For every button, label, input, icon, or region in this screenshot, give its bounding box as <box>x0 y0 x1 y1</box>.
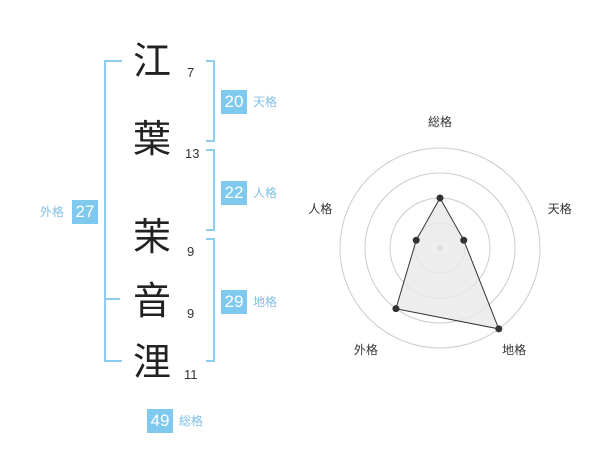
stroke-count-1: 7 <box>187 65 195 80</box>
jinkaku-value: 22 <box>221 181 247 205</box>
gaikaku-bracket-tick <box>104 298 120 300</box>
radar-point-1 <box>436 194 444 202</box>
radar-point-3 <box>495 325 503 333</box>
chikaku-label: 地格 <box>253 295 278 309</box>
stroke-count-3: 9 <box>187 244 195 259</box>
soukaku-value: 49 <box>147 409 173 433</box>
radar-points <box>392 194 503 333</box>
radar-ring-4 <box>339 147 541 349</box>
stroke-count-4: 9 <box>187 306 195 321</box>
char-5: 浬 <box>132 340 171 384</box>
char-2: 葉 <box>132 117 171 161</box>
soukaku-label: 総格 <box>179 414 204 428</box>
jinkaku-label: 人格 <box>253 186 278 200</box>
radar-ring-3 <box>364 172 516 324</box>
radar-axis-label-1: 総格 <box>428 114 452 129</box>
tenkaku-label: 天格 <box>253 95 278 109</box>
radar-axis-label-3: 地格 <box>502 342 526 357</box>
radar-point-4 <box>392 305 400 313</box>
gaikaku-bracket <box>104 60 122 362</box>
stroke-count-2: 13 <box>185 146 200 161</box>
radar-point-5 <box>412 236 420 244</box>
gaikaku-label: 外格 <box>40 205 65 219</box>
radar-point-2 <box>460 236 468 244</box>
radar-axis-label-2: 天格 <box>548 201 572 216</box>
jinkaku-bracket <box>206 149 215 231</box>
chikaku-bracket <box>206 238 215 362</box>
gaikaku-value: 27 <box>72 200 98 224</box>
radar-axis-label-4: 外格 <box>354 342 378 357</box>
tenkaku-value: 20 <box>221 90 247 114</box>
char-3: 茉 <box>132 215 171 259</box>
radar-area <box>395 196 500 330</box>
radar-axis-label-5: 人格 <box>308 201 332 216</box>
chikaku-value: 29 <box>221 290 247 314</box>
char-4: 音 <box>132 279 171 323</box>
char-1: 江 <box>132 39 171 83</box>
tenkaku-bracket <box>206 60 215 142</box>
stroke-count-5: 11 <box>184 367 198 382</box>
